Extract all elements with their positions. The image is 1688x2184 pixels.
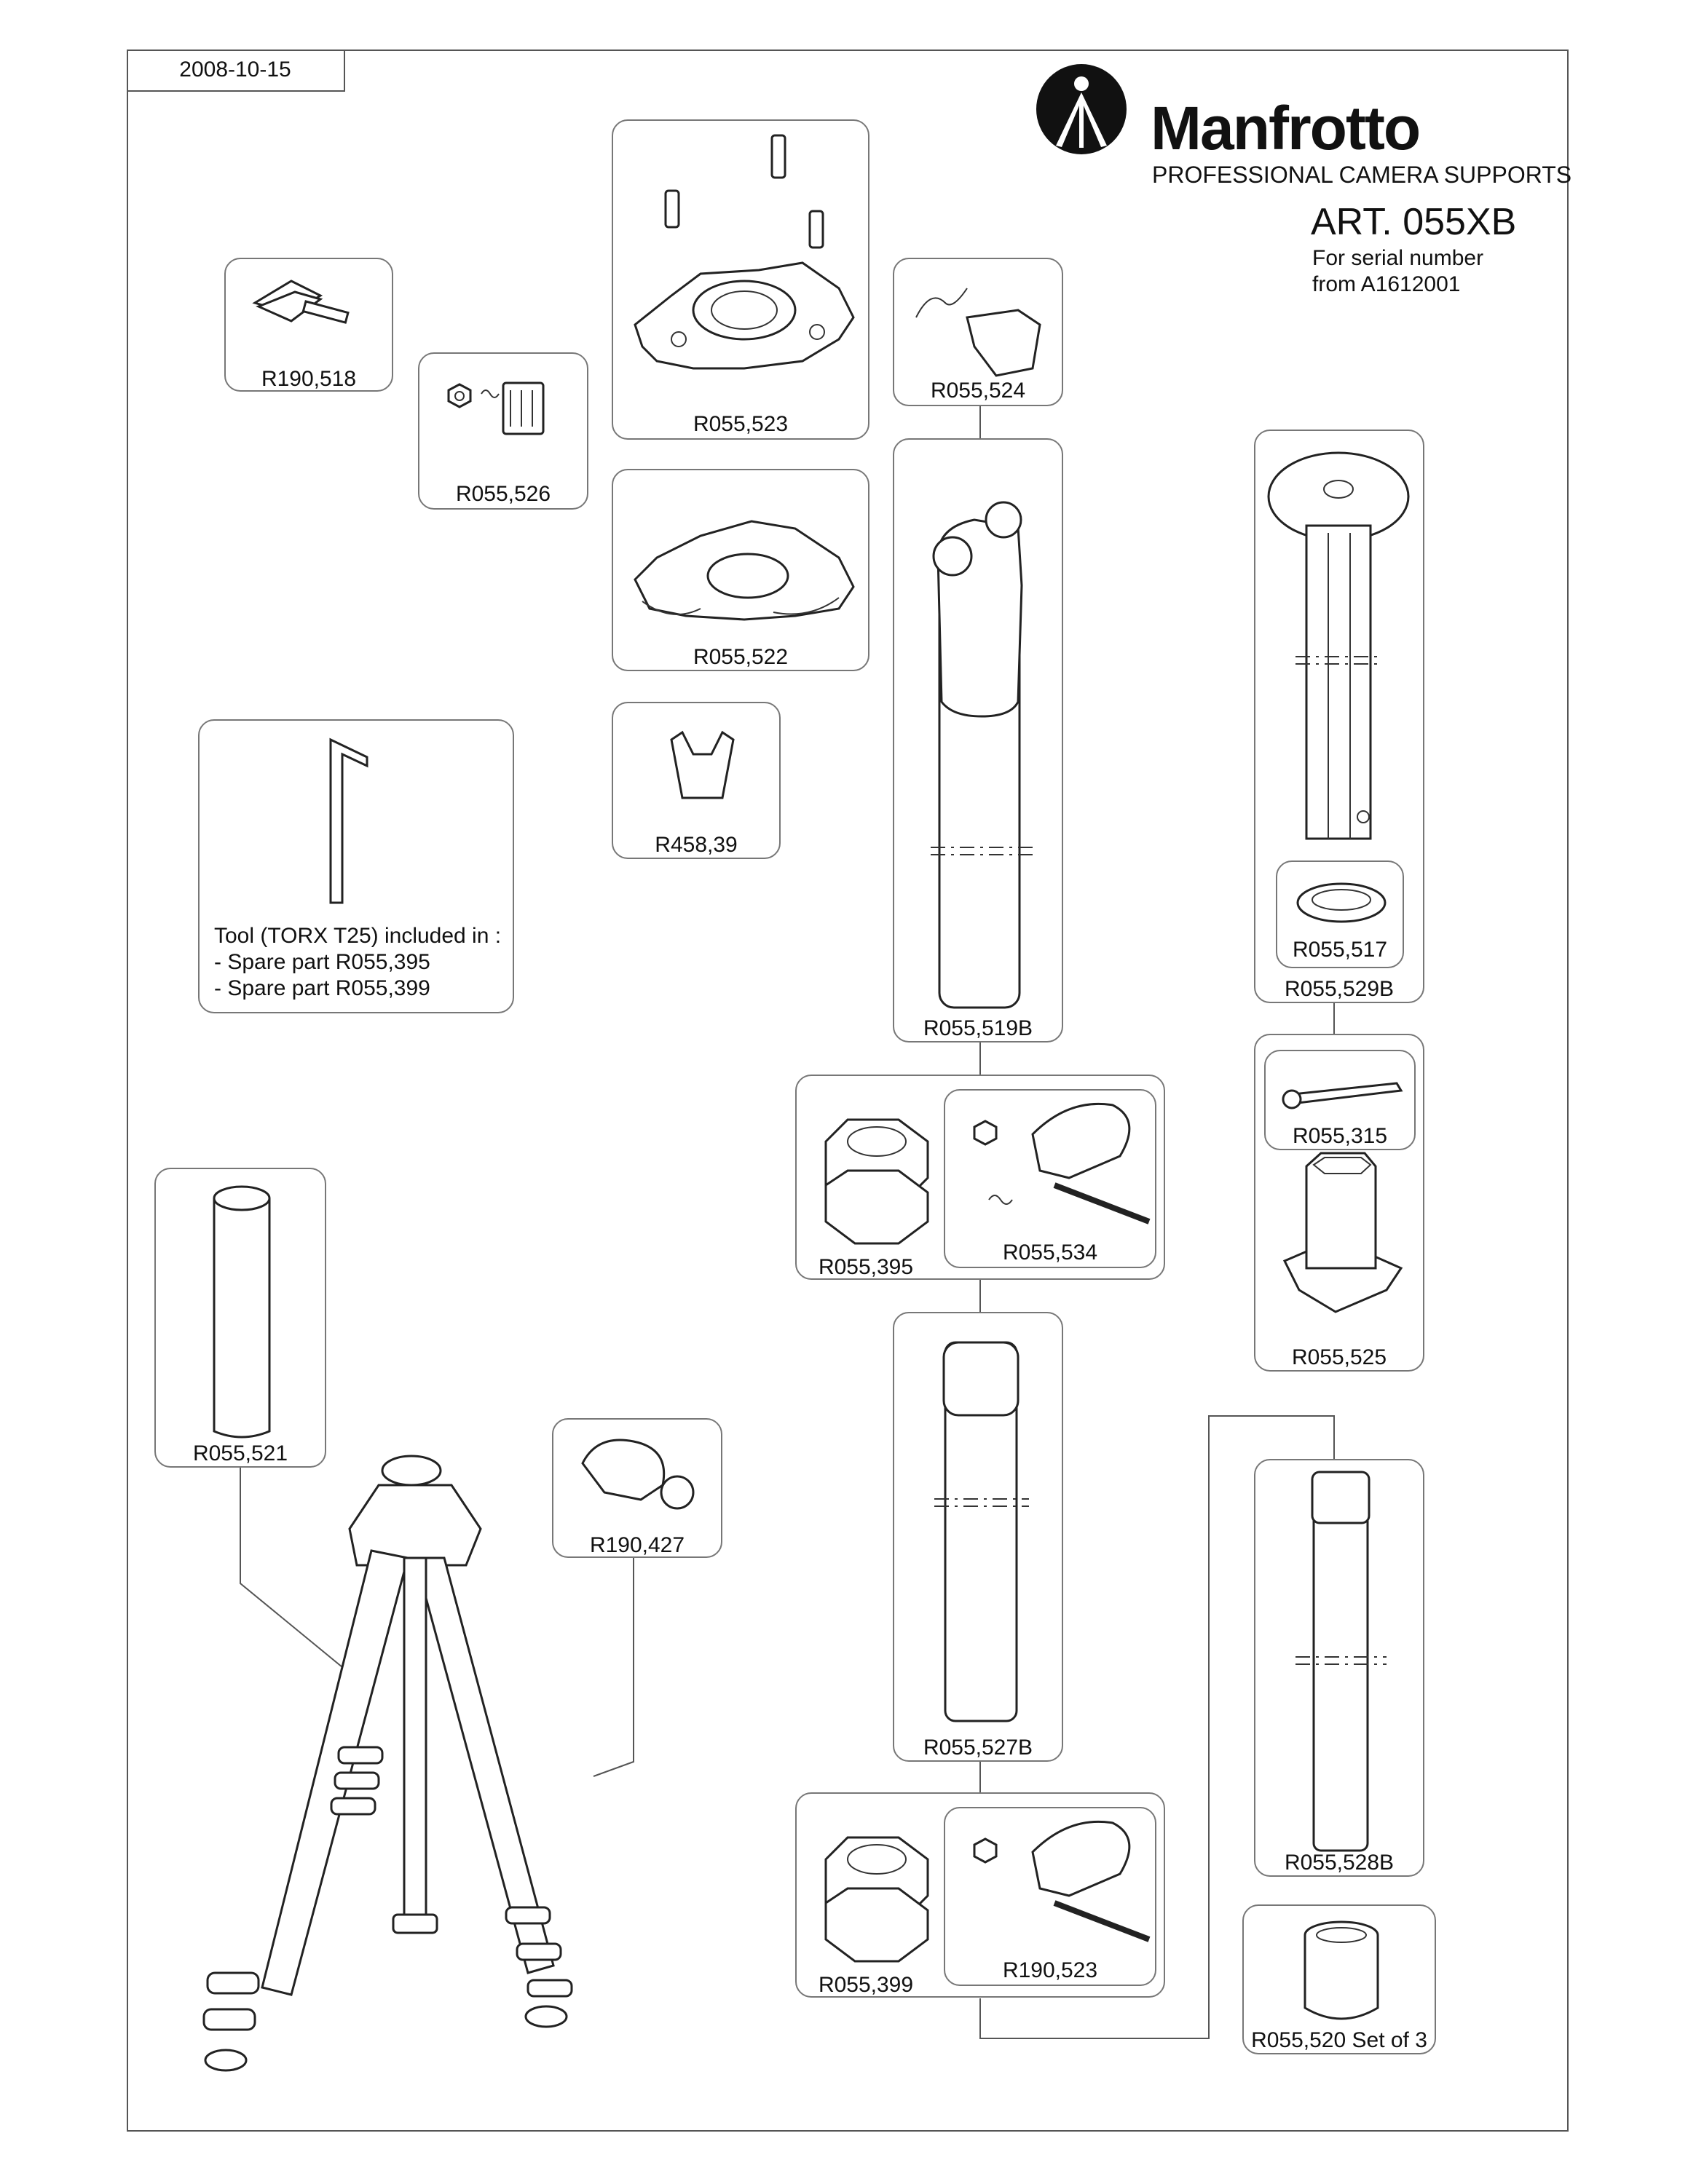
leg-clamp-icon (824, 1118, 929, 1245)
leg-upper-section-icon (931, 501, 1033, 1009)
hook-base-icon (1282, 1152, 1403, 1313)
part-box-r055-525: R055,315 R055,525 (1254, 1034, 1424, 1372)
part-label: R055,522 (693, 645, 789, 669)
part-label: R055,517 (1292, 938, 1388, 962)
part-label: R055,527B (923, 1736, 1033, 1760)
part-label: R458,39 (655, 833, 738, 857)
tool-note-line-1: Tool (TORX T25) included in : (214, 924, 502, 948)
lever-clip-icon (915, 288, 1041, 377)
part-label: R055,399 (818, 1973, 914, 1997)
rubber-foot-icon (1304, 1920, 1379, 2020)
part-label: R055,529B (1284, 977, 1395, 1001)
part-label: R190,518 (261, 367, 357, 391)
pin-icon (1282, 1082, 1403, 1109)
part-box-r190-427: R190,427 (552, 1418, 722, 1558)
part-box-r190-523: R190,523 (944, 1807, 1156, 1986)
wing-screw-icon (252, 280, 350, 324)
rubber-insert-icon (670, 730, 735, 799)
serial-line-1: For serial number (1312, 246, 1484, 270)
leg-middle-section-icon (934, 1341, 1029, 1722)
leg-tube-icon (213, 1185, 271, 1439)
center-column-icon (1267, 451, 1410, 840)
part-box-r055-520: R055,520 Set of 3 (1242, 1904, 1436, 2054)
lock-mechanism-icon (447, 381, 545, 435)
part-label: R055,524 (930, 379, 1026, 403)
part-box-r055-522: R055,522 (612, 469, 869, 671)
part-label: R055,523 (693, 412, 789, 436)
part-label: R190,427 (589, 1533, 685, 1557)
column-collar-icon (1296, 882, 1387, 923)
brand-name: Manfrotto (1151, 94, 1421, 162)
part-box-r055-395: R055,395 R055,534 (795, 1075, 1165, 1280)
base-casting-icon (634, 520, 855, 621)
part-label: R055,525 (1291, 1345, 1387, 1369)
part-box-r055-315: R055,315 (1264, 1050, 1416, 1150)
part-label: R055,315 (1292, 1124, 1388, 1148)
part-label: R190,523 (1002, 1958, 1098, 1982)
part-box-r055-529b: R055,517 R055,529B (1254, 430, 1424, 1003)
brand-tagline: PROFESSIONAL CAMERA SUPPORTS (1152, 162, 1572, 188)
tool-note-box: Tool (TORX T25) included in : - Spare pa… (198, 719, 514, 1013)
hex-key-icon (329, 737, 368, 904)
manfrotto-logo-icon (1036, 64, 1127, 154)
leg-clamp-lower-icon (824, 1836, 929, 1963)
article-number: ART. 055XB (1311, 201, 1517, 243)
part-label: R055,395 (818, 1255, 914, 1279)
part-box-r055-519b: R055,519B (893, 438, 1063, 1042)
part-label: R055,528B (1284, 1851, 1395, 1875)
part-box-r055-526: R055,526 (418, 352, 588, 510)
part-box-r055-517: R055,517 (1276, 860, 1404, 968)
leg-lock-clamp-icon (581, 1439, 695, 1510)
part-label: R055,520 Set of 3 (1251, 2028, 1427, 2052)
part-label: R055,534 (1002, 1241, 1098, 1265)
tool-note-line-2: - Spare part R055,395 (214, 950, 430, 974)
serial-line-2: from A1612001 (1312, 272, 1461, 296)
part-box-r055-534: R055,534 (944, 1089, 1156, 1268)
part-box-r190-518: R190,518 (224, 258, 393, 392)
part-box-r055-527b: R055,527B (893, 1312, 1063, 1762)
part-box-r055-524: R055,524 (893, 258, 1063, 406)
part-box-r055-399: R055,399 R190,523 (795, 1792, 1165, 1998)
clamp-lever-lower-icon (973, 1820, 1151, 1942)
date-stamp: 2008-10-15 (127, 50, 345, 92)
tool-note-line-3: - Spare part R055,399 (214, 976, 430, 1000)
part-box-r055-528b: R055,528B (1254, 1459, 1424, 1877)
part-box-r458-39: R458,39 (612, 702, 781, 859)
part-label: R055,519B (923, 1016, 1033, 1040)
tripod-icon (202, 1455, 573, 2072)
drawing-frame (127, 50, 1569, 2132)
clamp-lever-icon (973, 1102, 1151, 1224)
leg-lower-section-icon (1295, 1471, 1387, 1852)
top-casting-icon (634, 134, 855, 370)
part-label: R055,521 (192, 1441, 288, 1465)
part-label: R055,526 (455, 482, 551, 506)
part-box-r055-521: R055,521 (154, 1168, 326, 1468)
part-box-r055-523: R055,523 (612, 119, 869, 440)
